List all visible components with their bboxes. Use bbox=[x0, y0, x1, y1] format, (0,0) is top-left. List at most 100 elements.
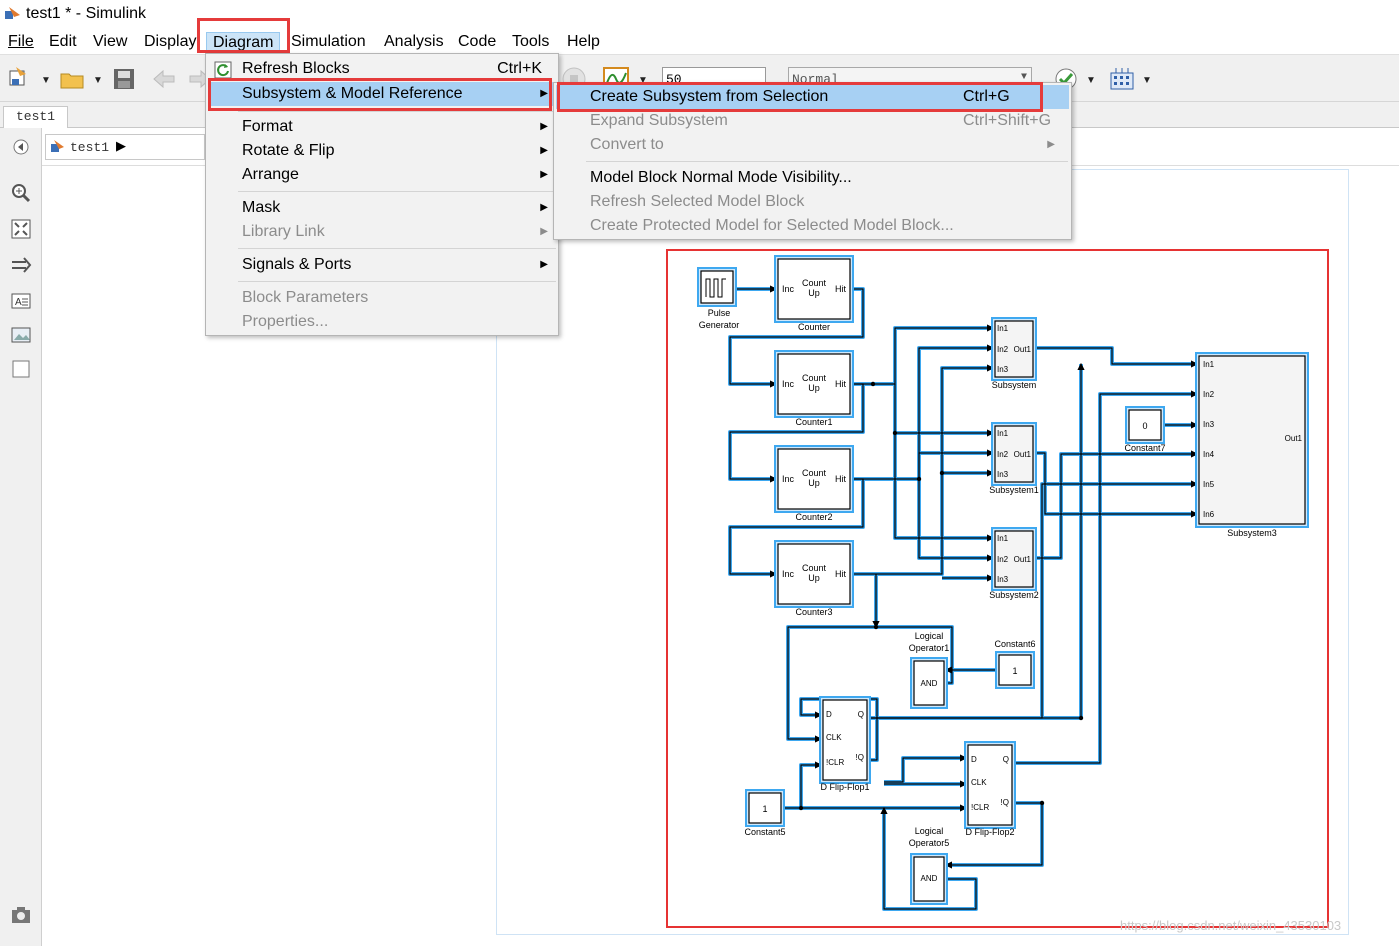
annotation-icon[interactable]: A bbox=[10, 290, 32, 312]
dff2-block[interactable] bbox=[967, 744, 1013, 826]
scope-dropdown-icon[interactable]: ▼ bbox=[638, 75, 648, 86]
menu-item-rotate-flip[interactable]: Rotate & Flip▶ bbox=[208, 139, 556, 163]
menu-view[interactable]: View bbox=[87, 32, 133, 54]
new-model-icon[interactable] bbox=[6, 65, 34, 93]
block-parameters-label: Block Parameters bbox=[242, 289, 369, 306]
dff1-d-port: D bbox=[826, 710, 832, 719]
menu-help-label: Help bbox=[567, 33, 600, 50]
counter3-block[interactable] bbox=[777, 543, 851, 605]
counter1-count-label: Count bbox=[802, 373, 827, 383]
menu-item-block-parameters[interactable]: Block Parameters bbox=[208, 286, 556, 310]
subsystem1-in1-port: In1 bbox=[997, 429, 1009, 438]
menu-item-create-subsystem[interactable]: Create Subsystem from Selection Ctrl+G bbox=[556, 85, 1069, 109]
menu-item-subsystem-model-reference[interactable]: Subsystem & Model Reference ▶ bbox=[208, 82, 556, 106]
logical-operator1-label: Logical bbox=[915, 631, 944, 641]
pulse-generator-label: Generator bbox=[699, 320, 740, 330]
subsystem3-in6-port: In6 bbox=[1203, 510, 1215, 519]
dff1-block[interactable] bbox=[822, 699, 868, 781]
subsystem-block[interactable] bbox=[994, 320, 1034, 378]
menu-edit[interactable]: Edit bbox=[43, 32, 83, 54]
constant5-block[interactable] bbox=[748, 792, 782, 824]
open-folder-icon[interactable] bbox=[58, 65, 86, 93]
build-dropdown-icon[interactable]: ▼ bbox=[1142, 75, 1152, 86]
counter2-block[interactable] bbox=[777, 448, 851, 510]
submenu-arrow-icon: ▶ bbox=[540, 226, 548, 237]
menu-analysis[interactable]: Analysis bbox=[378, 32, 450, 54]
menu-display[interactable]: Display bbox=[138, 32, 202, 54]
model-icon bbox=[51, 140, 64, 152]
breadcrumb[interactable]: test1 ▶ bbox=[45, 134, 205, 160]
constant6-label: Constant6 bbox=[994, 639, 1035, 649]
back-arrow-icon[interactable] bbox=[150, 65, 178, 93]
menu-help[interactable]: Help bbox=[561, 32, 606, 54]
junction-dot bbox=[892, 430, 898, 436]
expand-subsystem-shortcut: Ctrl+Shift+G bbox=[963, 112, 1052, 129]
menu-tools[interactable]: Tools bbox=[506, 32, 555, 54]
subsystem2-in2-port: In2 bbox=[997, 555, 1009, 564]
subsystem2-block[interactable] bbox=[994, 530, 1034, 588]
new-dropdown-icon[interactable]: ▼ bbox=[41, 75, 51, 86]
counter-block[interactable] bbox=[777, 258, 851, 320]
constant7-block[interactable] bbox=[1128, 409, 1162, 441]
counter2-label: Counter2 bbox=[795, 512, 832, 522]
subsystem-out1-port: Out1 bbox=[1014, 345, 1032, 354]
constant6-block[interactable] bbox=[998, 654, 1032, 686]
dff1-clr-port: !CLR bbox=[826, 758, 844, 767]
menu-bar: File Edit View Display Diagram Simulatio… bbox=[0, 30, 1399, 54]
menu-simulation[interactable]: Simulation bbox=[285, 32, 372, 54]
tab-test1[interactable]: test1 bbox=[3, 106, 68, 128]
menu-item-signals-ports[interactable]: Signals & Ports▶ bbox=[208, 253, 556, 277]
menu-item-model-block-visibility[interactable]: Model Block Normal Mode Visibility... bbox=[556, 166, 1069, 190]
menu-view-label: View bbox=[93, 33, 128, 50]
subsystem-in1-port: In1 bbox=[997, 324, 1009, 333]
logical-operator1-block[interactable] bbox=[913, 660, 945, 706]
submenu-arrow-icon: ▶ bbox=[540, 169, 548, 180]
counter-hit-port: Hit bbox=[835, 284, 846, 294]
save-icon[interactable] bbox=[110, 65, 138, 93]
arrow-right-icon[interactable] bbox=[10, 254, 32, 276]
menu-item-mask[interactable]: Mask▶ bbox=[208, 196, 556, 220]
subsystem3-block[interactable] bbox=[1198, 355, 1306, 525]
constant7-label: Constant7 bbox=[1124, 443, 1165, 453]
menu-code[interactable]: Code bbox=[452, 32, 502, 54]
menu-display-label: Display bbox=[144, 33, 197, 50]
open-dropdown-icon[interactable]: ▼ bbox=[93, 75, 103, 86]
camera-icon[interactable] bbox=[10, 904, 32, 926]
fit-to-view-icon[interactable] bbox=[10, 218, 32, 240]
area-icon[interactable] bbox=[10, 358, 32, 380]
menu-item-properties[interactable]: Properties... bbox=[208, 310, 556, 334]
subsystem1-block[interactable] bbox=[994, 425, 1034, 483]
subsystem1-out1-port: Out1 bbox=[1014, 450, 1032, 459]
menu-item-refresh-selected[interactable]: Refresh Selected Model Block bbox=[556, 190, 1069, 214]
refresh-icon bbox=[214, 61, 232, 79]
counter2-inc-port: Inc bbox=[782, 474, 795, 484]
counter1-block[interactable] bbox=[777, 353, 851, 415]
image-icon[interactable] bbox=[10, 324, 32, 346]
hide-browser-icon[interactable] bbox=[10, 136, 32, 158]
menu-item-expand-subsystem[interactable]: Expand Subsystem Ctrl+Shift+G bbox=[556, 109, 1069, 133]
constant6-value: 1 bbox=[1012, 666, 1017, 676]
menu-diagram[interactable]: Diagram bbox=[206, 32, 281, 54]
wire-dff2-q-sub3-in2 bbox=[1014, 390, 1199, 764]
menu-file[interactable]: File bbox=[2, 32, 40, 54]
refresh-shortcut: Ctrl+K bbox=[497, 60, 542, 77]
submenu-arrow-icon: ▶ bbox=[1047, 139, 1055, 150]
menu-item-refresh-blocks[interactable]: Refresh Blocks Ctrl+K bbox=[208, 57, 556, 81]
menu-item-convert-to[interactable]: Convert to ▶ bbox=[556, 133, 1069, 157]
chevron-down-icon: ▼ bbox=[1020, 72, 1027, 83]
menu-item-arrange[interactable]: Arrange▶ bbox=[208, 163, 556, 187]
build-icon[interactable] bbox=[1108, 65, 1136, 93]
menu-tools-label: Tools bbox=[512, 33, 550, 50]
menu-item-format[interactable]: Format▶ bbox=[208, 115, 556, 139]
junction-dot bbox=[939, 470, 945, 476]
menu-item-create-protected[interactable]: Create Protected Model for Selected Mode… bbox=[556, 214, 1069, 238]
properties-label: Properties... bbox=[242, 313, 329, 330]
wire-c2-sub-in2 bbox=[852, 344, 995, 480]
zoom-icon[interactable] bbox=[10, 182, 32, 204]
logical-operator5-and: AND bbox=[921, 874, 938, 883]
menu-item-library-link[interactable]: Library Link▶ bbox=[208, 220, 556, 244]
advisor-dropdown-icon[interactable]: ▼ bbox=[1086, 75, 1096, 86]
wire-counter-counter1 bbox=[729, 288, 864, 388]
logical-operator5-block[interactable] bbox=[913, 856, 945, 902]
